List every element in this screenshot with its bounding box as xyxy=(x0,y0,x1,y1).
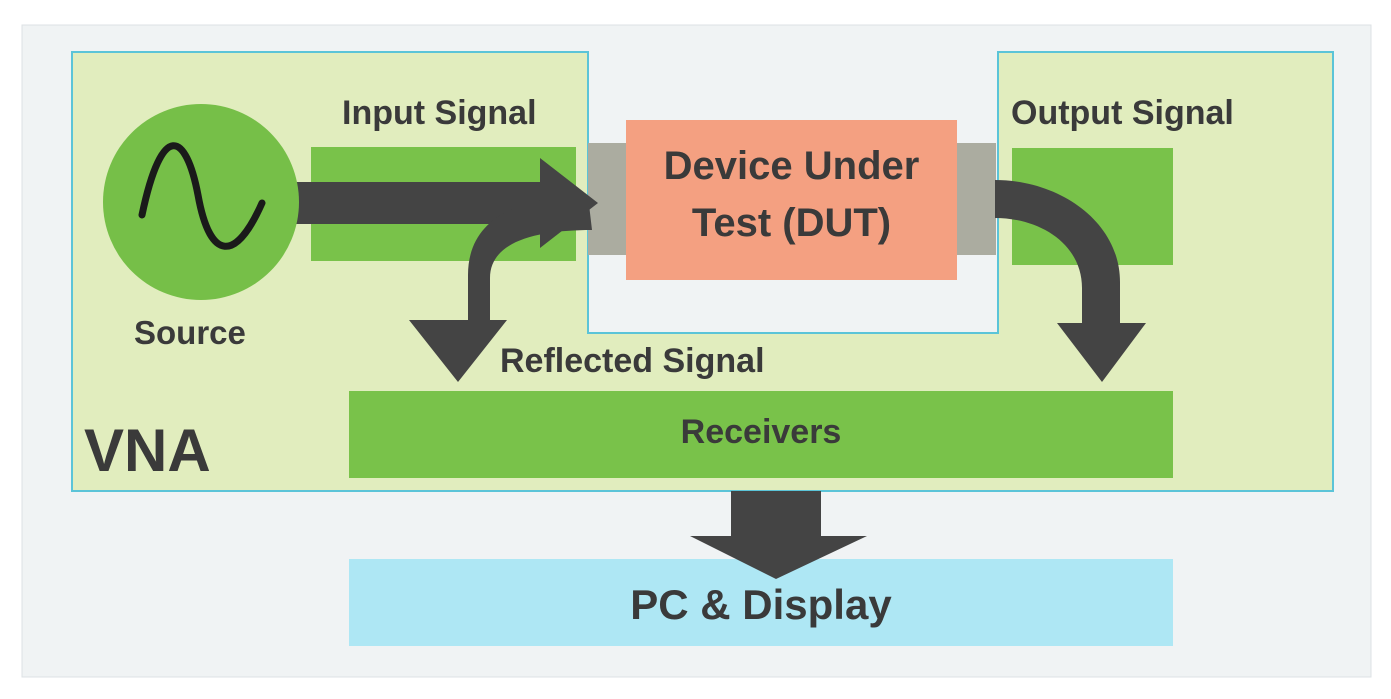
dut-label-line2: Test (DUT) xyxy=(691,201,892,245)
pc-display-block xyxy=(349,559,1173,646)
output-signal-label: Output Signal xyxy=(1011,94,1234,132)
pc-display-label: PC & Display xyxy=(630,581,892,628)
vna-label: VNA xyxy=(84,417,211,484)
receivers-block xyxy=(349,391,1173,478)
input-signal-label: Input Signal xyxy=(342,94,537,132)
arrows xyxy=(290,158,1146,579)
receivers-to-pc-arrow xyxy=(690,491,867,579)
reflected-arrow xyxy=(409,196,592,382)
dut-block xyxy=(626,120,957,280)
output-to-receiver-arrow xyxy=(995,180,1146,382)
receivers-label: Receivers xyxy=(680,413,842,451)
output-connector xyxy=(956,143,996,255)
dut-label-line1: Device Under xyxy=(663,144,920,188)
input-connector xyxy=(588,143,628,255)
reflected-signal-label: Reflected Signal xyxy=(500,342,765,380)
input-arrow xyxy=(290,158,598,248)
source-label: Source xyxy=(134,314,246,351)
sine-wave-icon xyxy=(138,142,266,250)
